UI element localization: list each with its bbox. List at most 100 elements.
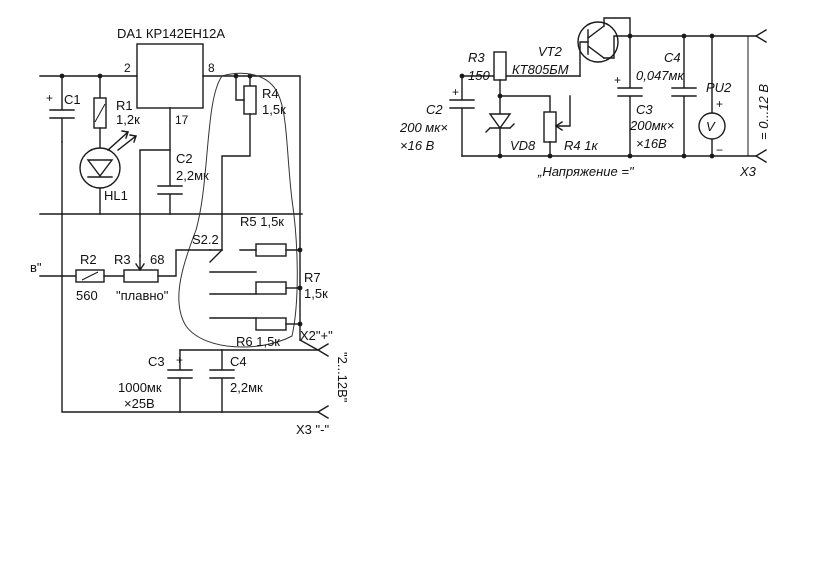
- da1-label: DA1 КР142ЕН12А: [117, 26, 225, 41]
- c3-plus: +: [176, 353, 183, 367]
- r4-value: 1,5к: [262, 102, 286, 117]
- c4-label: С4: [664, 50, 681, 65]
- r4-label: R4 1к: [564, 138, 598, 153]
- r6-label: R6 1,5к: [236, 334, 280, 349]
- c4-value: 0,047мк: [636, 68, 684, 83]
- switch-group-outline: [178, 72, 298, 348]
- c4-label: С4: [230, 354, 247, 369]
- vt2-label: VT2: [538, 44, 563, 59]
- voltage-caption: „Напряжение =": [537, 164, 635, 179]
- s2-contacts: [209, 249, 257, 319]
- r4-wiper-wire: [235, 75, 245, 101]
- r5-resistor: [255, 243, 287, 257]
- pv2-label: PU2: [706, 80, 732, 95]
- c3-voltage: ×16В: [636, 136, 667, 151]
- hl1-diode-symbol: [86, 159, 114, 178]
- c1-label: С1: [64, 92, 81, 107]
- hl1-arrow-heads: [121, 130, 137, 143]
- c1-plus: +: [46, 91, 53, 105]
- c2-label: С2: [176, 151, 193, 166]
- r1-value: 1,2к: [116, 112, 140, 127]
- r4-resistor: [243, 85, 257, 115]
- r4-bottom-wire: [221, 113, 251, 251]
- hl1-led: [79, 147, 121, 189]
- c2-value: 200 мк×: [399, 120, 448, 135]
- r3-out-wire: [157, 249, 211, 277]
- output-range-label: "2...12В": [335, 352, 350, 403]
- pv2-v-symbol: V: [706, 119, 716, 134]
- junction-dot: [709, 33, 715, 39]
- s2-blade: [209, 249, 223, 263]
- pv2-voltmeter: [698, 112, 726, 140]
- junction-dot: [297, 285, 303, 291]
- r3-value: 150: [468, 68, 490, 83]
- r3-potentiometer: [123, 269, 159, 283]
- r3-wiper-arrow: [135, 255, 145, 272]
- c2-voltage: ×16 В: [400, 138, 435, 153]
- r4-label: R4: [262, 86, 279, 101]
- c4-value: 2,2мк: [230, 380, 263, 395]
- da1-pin17-label: 17: [175, 113, 189, 127]
- da1-regulator-block: [136, 43, 204, 109]
- x3-fork: [317, 405, 329, 419]
- r3-to-base-wire: [499, 79, 551, 113]
- r3-label: R3: [468, 50, 485, 65]
- pv2-plus: +: [716, 97, 723, 111]
- c1-capacitor: [49, 75, 75, 143]
- c2-capacitor: [157, 107, 183, 215]
- r4-wiper-arrow: [554, 121, 563, 131]
- vd8-label: VD8: [510, 138, 536, 153]
- r7-resistor: [255, 281, 287, 295]
- r3-wiper-wire: [139, 149, 171, 257]
- c2-label: С2: [426, 102, 443, 117]
- x3-label: X3: [739, 164, 757, 179]
- c3-capacitor: [617, 35, 643, 157]
- c3-capacitor: [167, 349, 193, 413]
- right-schematic: R3 150 VT2 КТ805БМ + С2 200 мк× ×16 В VD…: [399, 17, 771, 179]
- x3-terminal-forks: [755, 29, 767, 163]
- hl1-light-arrows: [107, 131, 137, 151]
- junction-dot: [681, 33, 687, 39]
- junction-dot: [627, 33, 633, 39]
- left-edge-label: в": [30, 260, 42, 275]
- x2-label: X2"+": [300, 328, 333, 343]
- c3-voltage: ×25В: [124, 396, 155, 411]
- c3-label: С3: [636, 102, 653, 117]
- junction-dot: [497, 153, 503, 159]
- plavno-label: "плавно": [116, 288, 169, 303]
- vt2-base-wire: [579, 41, 589, 77]
- c2-plus: +: [452, 85, 459, 99]
- r7-value: 1,5к: [304, 286, 328, 301]
- vd8-zener-diode: [485, 95, 515, 157]
- r2-label: R2: [80, 252, 97, 267]
- ground-return-wire: [61, 213, 319, 413]
- hl1-label: HL1: [104, 188, 128, 203]
- r3-resistor: [493, 51, 507, 81]
- c3-plus: +: [614, 73, 621, 87]
- r3-label: R3: [114, 252, 131, 267]
- vt2-part: КТ805БМ: [512, 62, 569, 77]
- r2-value: 560: [76, 288, 98, 303]
- junction-dot: [297, 247, 303, 253]
- output-range-label: = 0...12 В: [756, 84, 771, 140]
- x3-label: X3 "-": [296, 422, 329, 437]
- c3-value: 200мк×: [629, 118, 674, 133]
- c4-capacitor: [671, 35, 697, 157]
- r2-slash: [81, 271, 99, 281]
- c4-capacitor: [209, 349, 235, 413]
- da1-pin8-label: 8: [208, 61, 215, 75]
- r6-resistor: [255, 317, 287, 331]
- s2-label: S2.2: [192, 232, 219, 247]
- junction-dot: [297, 321, 303, 327]
- junction-dot: [547, 153, 553, 159]
- r5-label: R5 1,5к: [240, 214, 284, 229]
- c1-ground-wire: [39, 141, 63, 215]
- da1-pin2-label: 2: [124, 61, 131, 75]
- r7-label: R7: [304, 270, 321, 285]
- c3-label: С3: [148, 354, 165, 369]
- left-schematic: DA1 КР142ЕН12А 2 8 17 + С1 R1 1,2к HL1 С…: [30, 26, 350, 437]
- r4-potentiometer: [543, 111, 557, 143]
- x2-fork: [317, 343, 329, 357]
